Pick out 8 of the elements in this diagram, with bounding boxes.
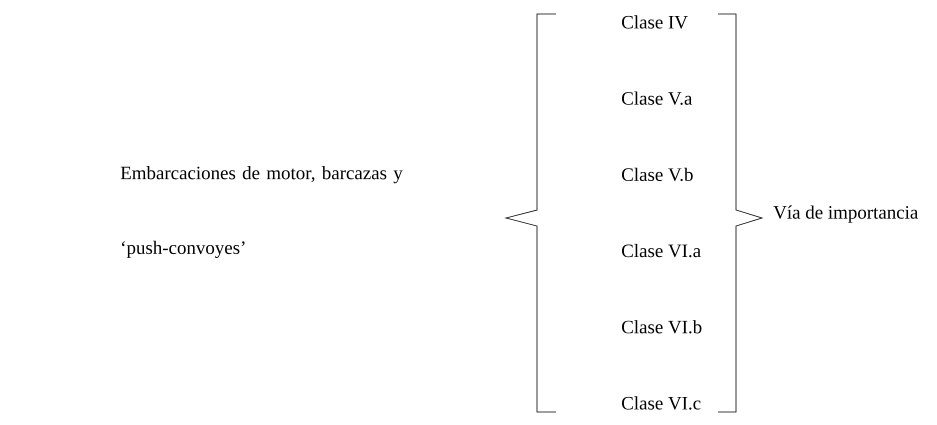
result-text: Vía de importancia — [773, 205, 918, 223]
class-label: Clase V.a — [622, 92, 692, 105]
class-label: Clase VI.a — [622, 244, 701, 258]
class-label: Clase V.b — [622, 168, 693, 182]
description-text: Embarcaciones de motor, barcazas y ‘push-convoyes’ — [120, 166, 403, 258]
class-label: Clase VI.c — [622, 396, 700, 410]
class-label: Clase IV — [622, 15, 688, 29]
class-label: Clase VI.b — [622, 320, 702, 334]
